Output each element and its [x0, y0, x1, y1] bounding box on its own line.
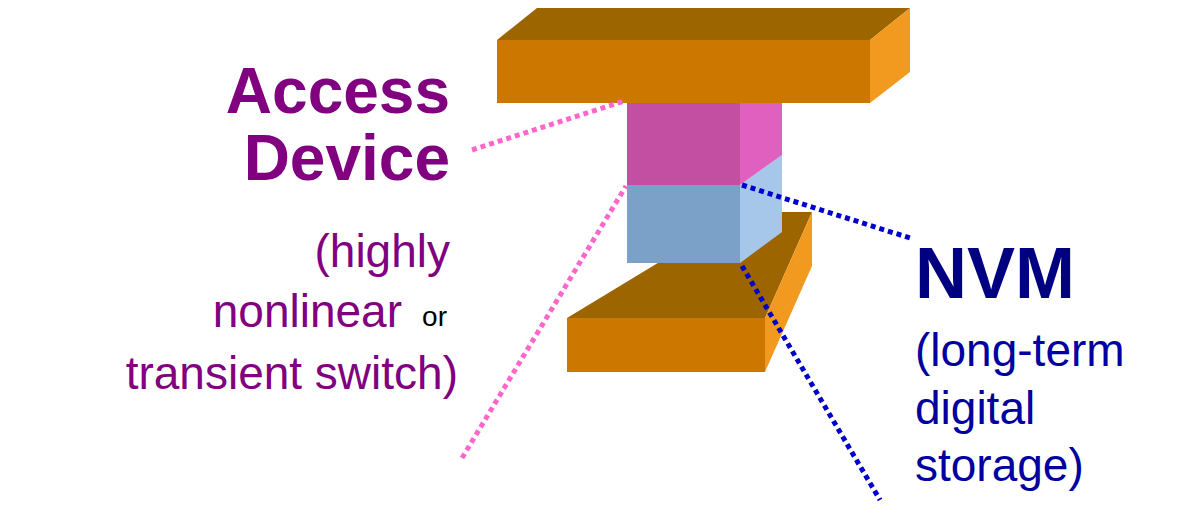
nvm-front	[627, 185, 740, 263]
leader-line	[472, 101, 624, 150]
part-description: (highly	[150, 224, 450, 279]
part-description: (long-term digital storage)	[915, 322, 1177, 495]
top-bar-side	[870, 8, 910, 103]
top-bar-top	[497, 8, 910, 40]
top-electrode	[497, 8, 910, 103]
conjunction-note: or	[407, 300, 447, 334]
part-name: Access Device	[30, 58, 450, 192]
leader-line	[742, 185, 910, 238]
part-description: transient switch)	[18, 346, 458, 401]
leader-line	[462, 186, 626, 458]
access-front	[627, 100, 740, 185]
part-description: nonlinear	[82, 284, 402, 339]
part-name: NVM	[915, 236, 1185, 312]
leader-line	[742, 266, 880, 500]
bottom-bar-front	[567, 318, 765, 372]
top-bar-front	[497, 40, 870, 103]
